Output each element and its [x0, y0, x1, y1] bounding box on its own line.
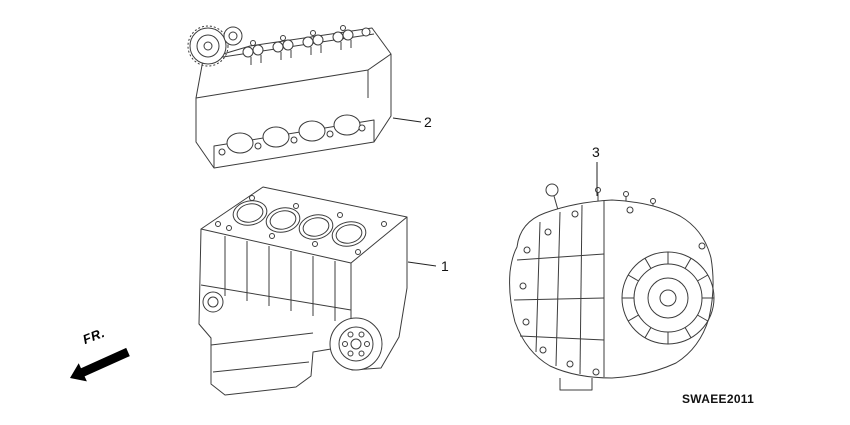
leader-line-1: [407, 261, 437, 267]
callout-1[interactable]: 1: [441, 258, 449, 274]
callout-3[interactable]: 3: [592, 144, 600, 160]
cylinder-head-drawing: [187, 25, 392, 169]
diagram-code: SWAEE2011: [682, 392, 755, 406]
fr-arrow-icon: [70, 347, 130, 382]
callout-2[interactable]: 2: [424, 114, 432, 130]
engine-block-drawing: [198, 186, 408, 396]
leader-line-2: [392, 117, 422, 123]
valve-train-detail: [242, 25, 371, 65]
leader-lines: [392, 117, 598, 267]
bell-housing-ribs: [622, 252, 714, 344]
transmission-drawing: [509, 183, 715, 391]
